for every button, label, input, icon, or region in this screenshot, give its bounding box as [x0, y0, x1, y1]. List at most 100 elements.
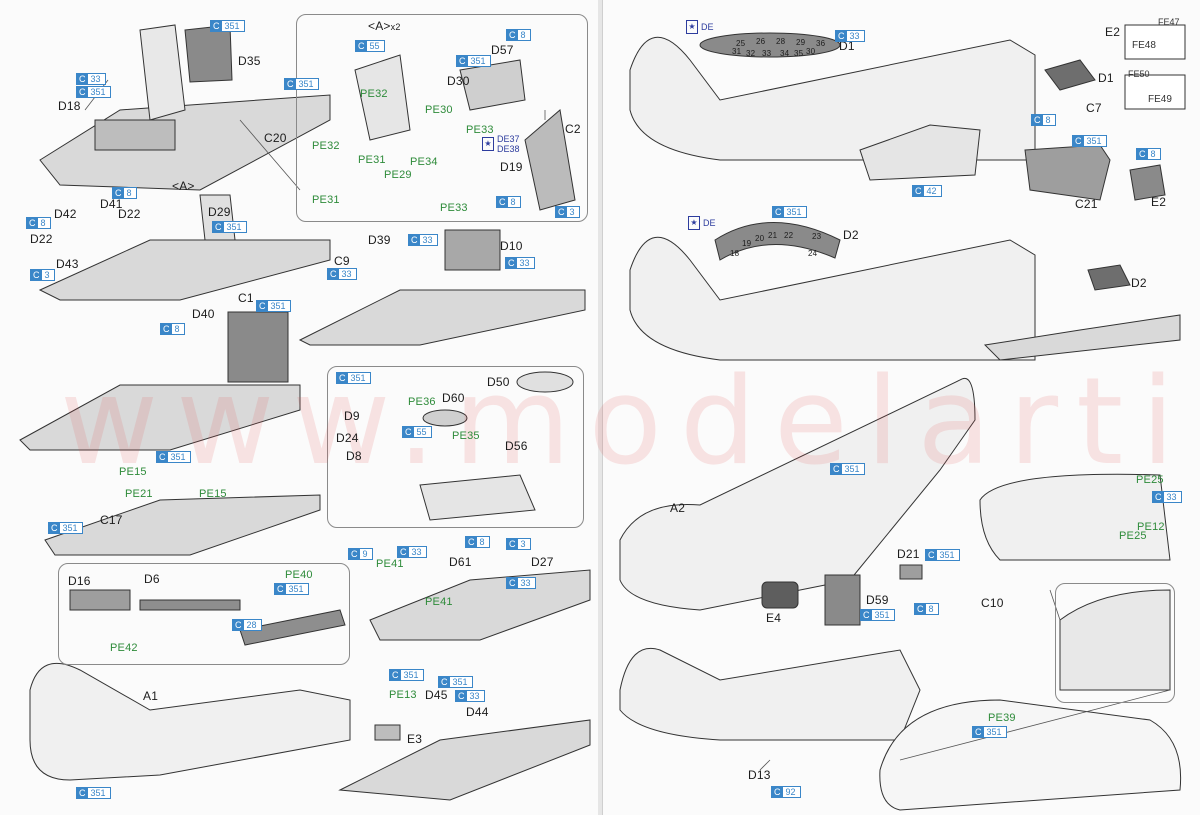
dial-number: 35: [794, 49, 804, 58]
etched-part-label: PE31: [358, 154, 386, 166]
instrument-panel-d1: [699, 32, 841, 58]
part-label: D22: [30, 232, 53, 246]
etched-part-label: PE33: [440, 202, 468, 214]
inset-guns-box: [58, 563, 350, 665]
watermark: www.modelartikl.cz: [60, 353, 1200, 492]
part-label: E4: [766, 611, 782, 625]
harness-shape: [354, 54, 411, 141]
etched-part-label: PE29: [384, 169, 412, 181]
part-label: D59: [866, 593, 889, 607]
dial-number: 31: [732, 47, 742, 56]
fe-ref: FE47: [1158, 17, 1180, 27]
part-label: D18: [58, 99, 81, 113]
gun-install-floor: [369, 569, 591, 641]
gun-barrel-d6: [139, 599, 241, 611]
etched-part-label: PE34: [410, 156, 438, 168]
fuselage-a2: [619, 377, 976, 611]
part-label: D29: [208, 205, 231, 219]
etched-part-label: PE31: [312, 194, 340, 206]
seat-d30-shape: [459, 59, 526, 111]
part-label: D60: [442, 391, 465, 405]
dial-number: 29: [796, 38, 806, 47]
callout-line: [239, 119, 301, 191]
dial-number: 22: [784, 231, 794, 240]
part-label: D21: [897, 547, 920, 561]
part-label: C20: [264, 131, 287, 145]
part-label: D57: [491, 43, 514, 57]
cowl-section: [979, 473, 1171, 561]
stick-step-floor: [298, 289, 586, 346]
part-label: D9: [344, 409, 360, 423]
part-label: D13: [748, 768, 771, 782]
etched-part-label: PE15: [119, 466, 147, 478]
etched-part-label: PE15: [199, 488, 227, 500]
part-label: D35: [238, 54, 261, 68]
part-label: D50: [487, 375, 510, 389]
dial-number: 24: [808, 249, 818, 258]
part-label: D41: [100, 197, 123, 211]
part-label: D1: [839, 39, 855, 53]
fuselage-join-b: [879, 699, 1182, 811]
fuselage-floor-left: [338, 719, 591, 801]
dial-number: 28: [776, 37, 786, 46]
part-label: D43: [56, 257, 79, 271]
part-label: A2: [670, 501, 686, 515]
part-e4: [761, 581, 799, 609]
decal-ref: ★ DE37 DE38: [482, 134, 520, 154]
part-d21: [899, 564, 923, 580]
block-d10: [444, 229, 501, 271]
gun-d16: [69, 589, 131, 611]
part-label: D39: [368, 233, 391, 247]
part-d59: [824, 574, 861, 626]
gunsight-d50: [516, 371, 574, 393]
callout-line: [759, 759, 771, 771]
part-label: D45: [425, 688, 448, 702]
part-label: D40: [192, 307, 215, 321]
decal-icon: ★: [482, 137, 494, 151]
dial-number: 25: [736, 39, 746, 48]
part-label: D22: [118, 207, 141, 221]
dial-number: 32: [746, 49, 756, 58]
floor-c17: [44, 494, 321, 556]
gunsight-assembly: [419, 474, 536, 521]
fe49-box-shape: [1124, 74, 1186, 110]
etched-part-label: PE25: [1119, 530, 1147, 542]
part-label: C2: [565, 122, 581, 136]
fe-ref: FE50: [1128, 69, 1150, 79]
part-label: D61: [449, 555, 472, 569]
seat-step-floor: [38, 239, 331, 301]
inset-a-box: [296, 14, 588, 222]
part-label: E3: [407, 732, 423, 746]
part-label: E2: [1105, 25, 1121, 39]
fuselage-a1: [29, 662, 351, 781]
etched-part-label: PE32: [312, 140, 340, 152]
decal-ref: ★ DE: [686, 20, 714, 34]
seat-back-shape: [139, 24, 186, 121]
detail-callout-shape: [1059, 589, 1171, 691]
